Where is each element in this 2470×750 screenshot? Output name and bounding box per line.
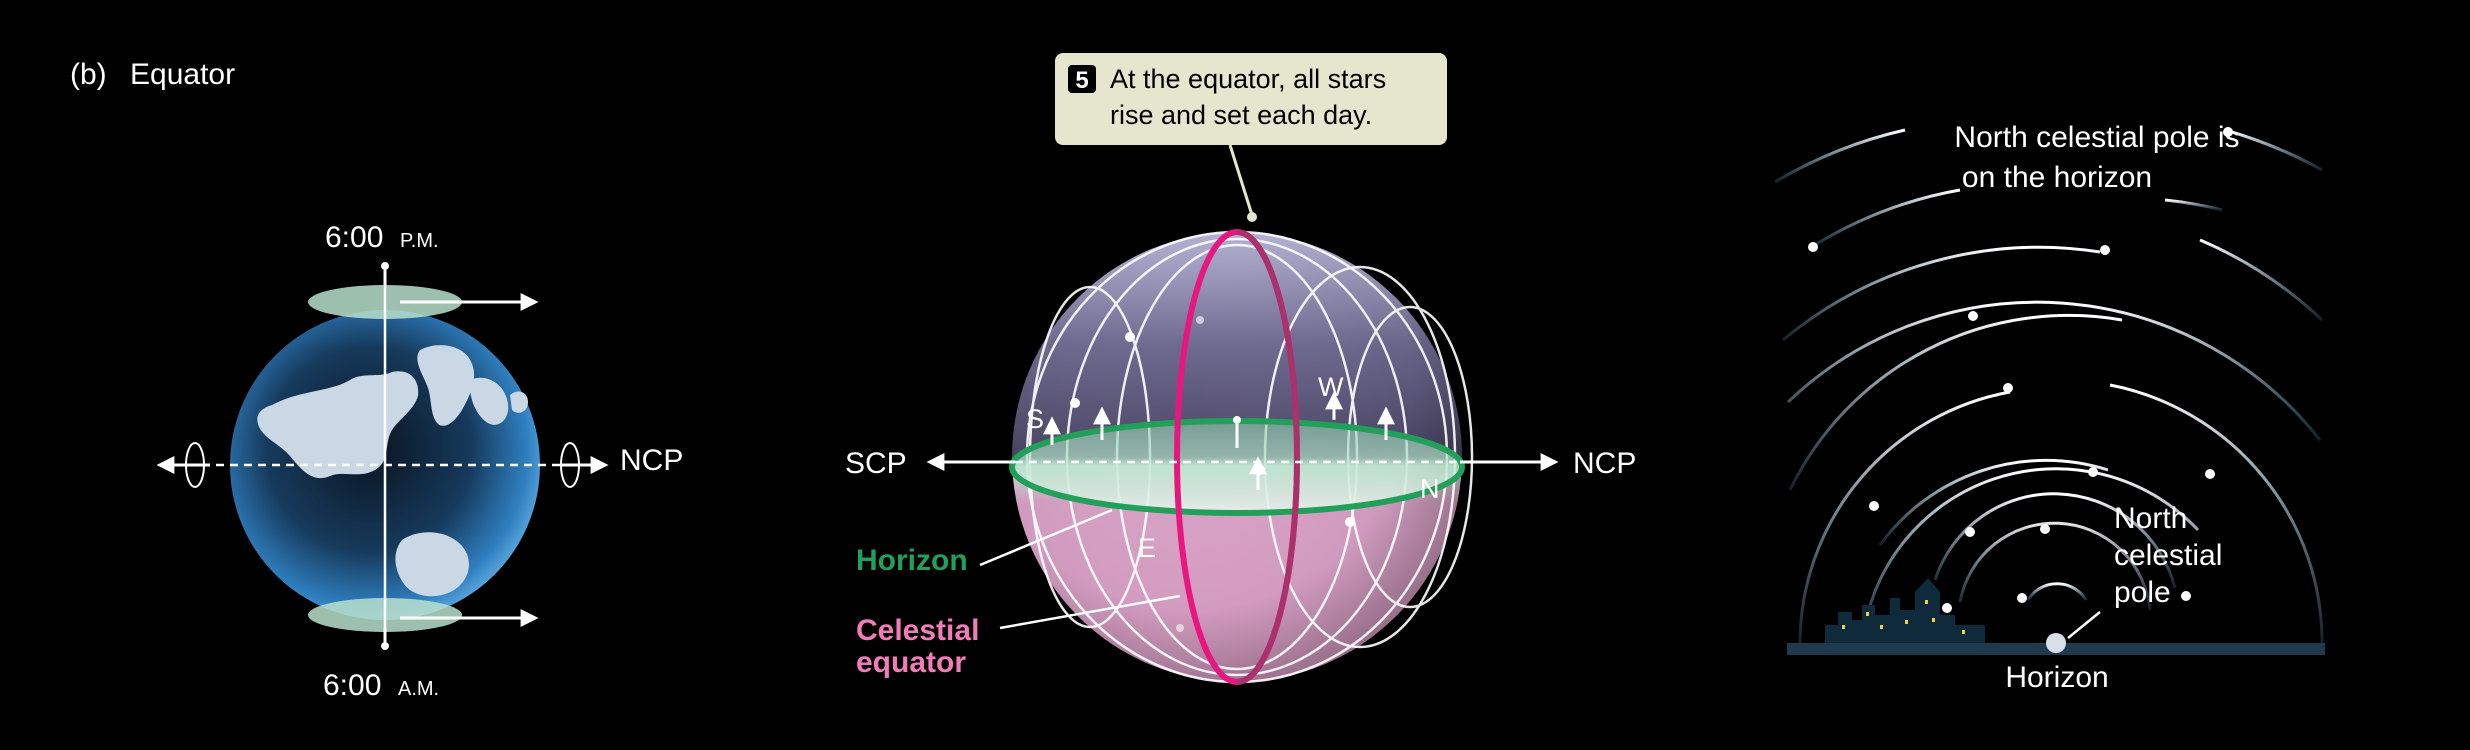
- panel-letter: (b): [70, 58, 107, 91]
- trail-arrows: [1043, 391, 1395, 490]
- earth-figure: 6:00 P.M. 6:00 A.M. NCP: [156, 221, 683, 702]
- continent-south: [395, 532, 469, 597]
- time-top-label: 6:00: [325, 221, 383, 254]
- pole-label-line-3: pole: [2114, 576, 2171, 609]
- pole-leader: [2067, 611, 2101, 639]
- equator-label-line-1: Celestial: [856, 614, 979, 647]
- time-bottom-suffix: A.M.: [398, 678, 439, 700]
- earth-ncp-label: NCP: [620, 444, 683, 477]
- sky-view-figure: North celestial pole is on the horizon N…: [1774, 121, 2325, 694]
- sky-star-trails: [1774, 128, 2324, 646]
- panel-title: Equator: [130, 58, 235, 91]
- callout-number-badge: [1068, 65, 1096, 93]
- sphere-ncp-label: NCP: [1573, 447, 1636, 480]
- direction-n: N: [1420, 474, 1440, 504]
- horizon-label: Horizon: [856, 544, 968, 577]
- continent-arabia: [469, 377, 509, 425]
- horizon-plane: [1012, 421, 1462, 513]
- time-top-suffix: P.M.: [400, 230, 439, 252]
- time-bottom-label: 6:00: [323, 669, 381, 702]
- equator-label-line-2: equator: [856, 646, 966, 679]
- scp-label: SCP: [845, 447, 907, 480]
- callout-box: [1055, 53, 1447, 145]
- callout-number: 5: [1075, 67, 1088, 94]
- observer-top-icon: [381, 262, 389, 286]
- callout-leader: [1228, 144, 1254, 216]
- direction-e: E: [1138, 533, 1156, 563]
- continent-europe: [417, 345, 475, 426]
- sphere-observer-icon: [1233, 416, 1241, 448]
- equator-leader: [999, 594, 1181, 630]
- pole-label-line-1: North: [2114, 502, 2187, 535]
- observer-bottom-icon: [381, 628, 389, 650]
- sky-top-label-line-1: North celestial pole is: [1954, 121, 2239, 154]
- rotation-arrow-right: [560, 442, 580, 488]
- north-celestial-pole-marker: [2046, 633, 2066, 653]
- sky-top-label-line-2: on the horizon: [1962, 161, 2152, 194]
- pole-label-line-2: celestial: [2114, 539, 2222, 572]
- sphere-stars: [1070, 316, 1355, 632]
- horizon-leader: [979, 508, 1113, 567]
- sky-horizon-label: Horizon: [2005, 661, 2108, 694]
- continent-africa: [257, 371, 419, 479]
- town-silhouette: [1825, 578, 1985, 643]
- town-windows: [1842, 600, 1965, 634]
- callout-line-2: rise and set each day.: [1110, 100, 1372, 130]
- rotation-arrow-left: [185, 442, 205, 488]
- direction-w: W: [1318, 372, 1344, 402]
- sky-stars: [1808, 127, 2233, 613]
- direction-s: S: [1026, 404, 1044, 434]
- callout-line-1: At the equator, all stars: [1110, 64, 1386, 94]
- continent-island: [510, 391, 528, 413]
- celestial-sphere-figure: S W E N SCP NCP 5 At the equator, all st…: [845, 53, 1636, 685]
